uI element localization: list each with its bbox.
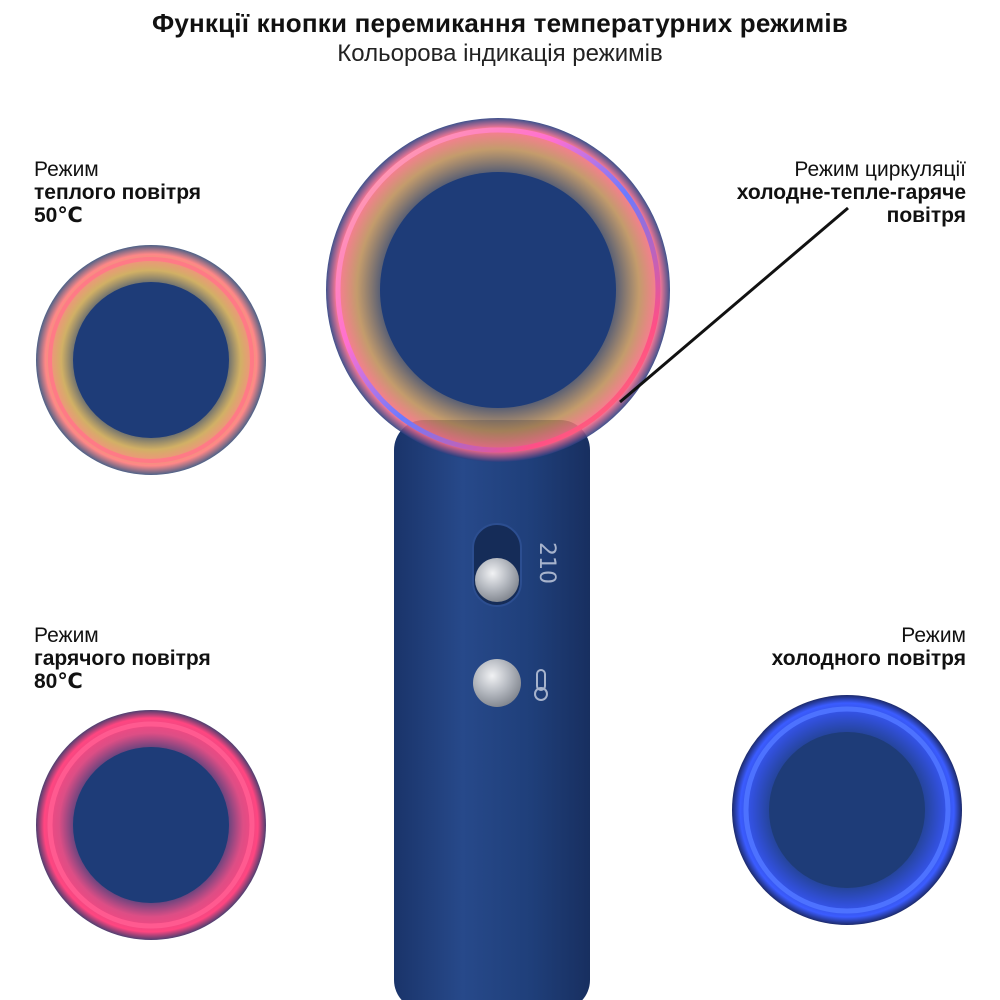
warm-mode-line2: теплого повітря [34, 181, 202, 204]
switch-positions-label: 210 [534, 542, 559, 584]
dryer-handle [394, 420, 590, 1000]
cycle-mode-line1: Режим циркуляції [794, 158, 966, 181]
cycle-mode-line3: повітря [886, 204, 966, 227]
temperature-button[interactable] [473, 659, 521, 707]
dryer-head-inner [380, 172, 616, 408]
cold-mode-line2: холодного повітря [771, 647, 966, 670]
page-title: Функції кнопки перемикання температурних… [151, 8, 849, 38]
hot-mode-line2: гарячого повітря [34, 647, 211, 670]
dryer-head-ring [335, 127, 661, 453]
cycle-mode-label: Режим циркуляції холодне-тепле-гаряче по… [737, 158, 966, 227]
cycle-mode-line2: холодне-тепле-гаряче [736, 181, 966, 204]
warm-mode-label: Режим теплого повітря 50℃ [34, 158, 201, 227]
speed-switch-knob[interactable] [475, 558, 519, 602]
hot-mode-line1: Режим [34, 624, 99, 647]
cycle-pointer-line [619, 206, 849, 404]
warm-mode-temp: 50℃ [34, 204, 83, 227]
warm-mode-line1: Режим [34, 158, 99, 181]
hot-mode-ring [36, 710, 266, 940]
cold-mode-line1: Режим [901, 624, 966, 647]
page-subtitle: Кольорова індикація режимів [337, 40, 663, 67]
hot-mode-temp: 80℃ [34, 670, 83, 693]
hot-mode-label: Режим гарячого повітря 80℃ [34, 624, 211, 693]
cold-mode-ring [732, 695, 962, 925]
hair-dryer: 210 [326, 118, 670, 1000]
warm-mode-ring [36, 245, 266, 475]
thermometer-icon [534, 669, 548, 701]
cold-mode-label: Режим холодного повітря [772, 624, 966, 670]
